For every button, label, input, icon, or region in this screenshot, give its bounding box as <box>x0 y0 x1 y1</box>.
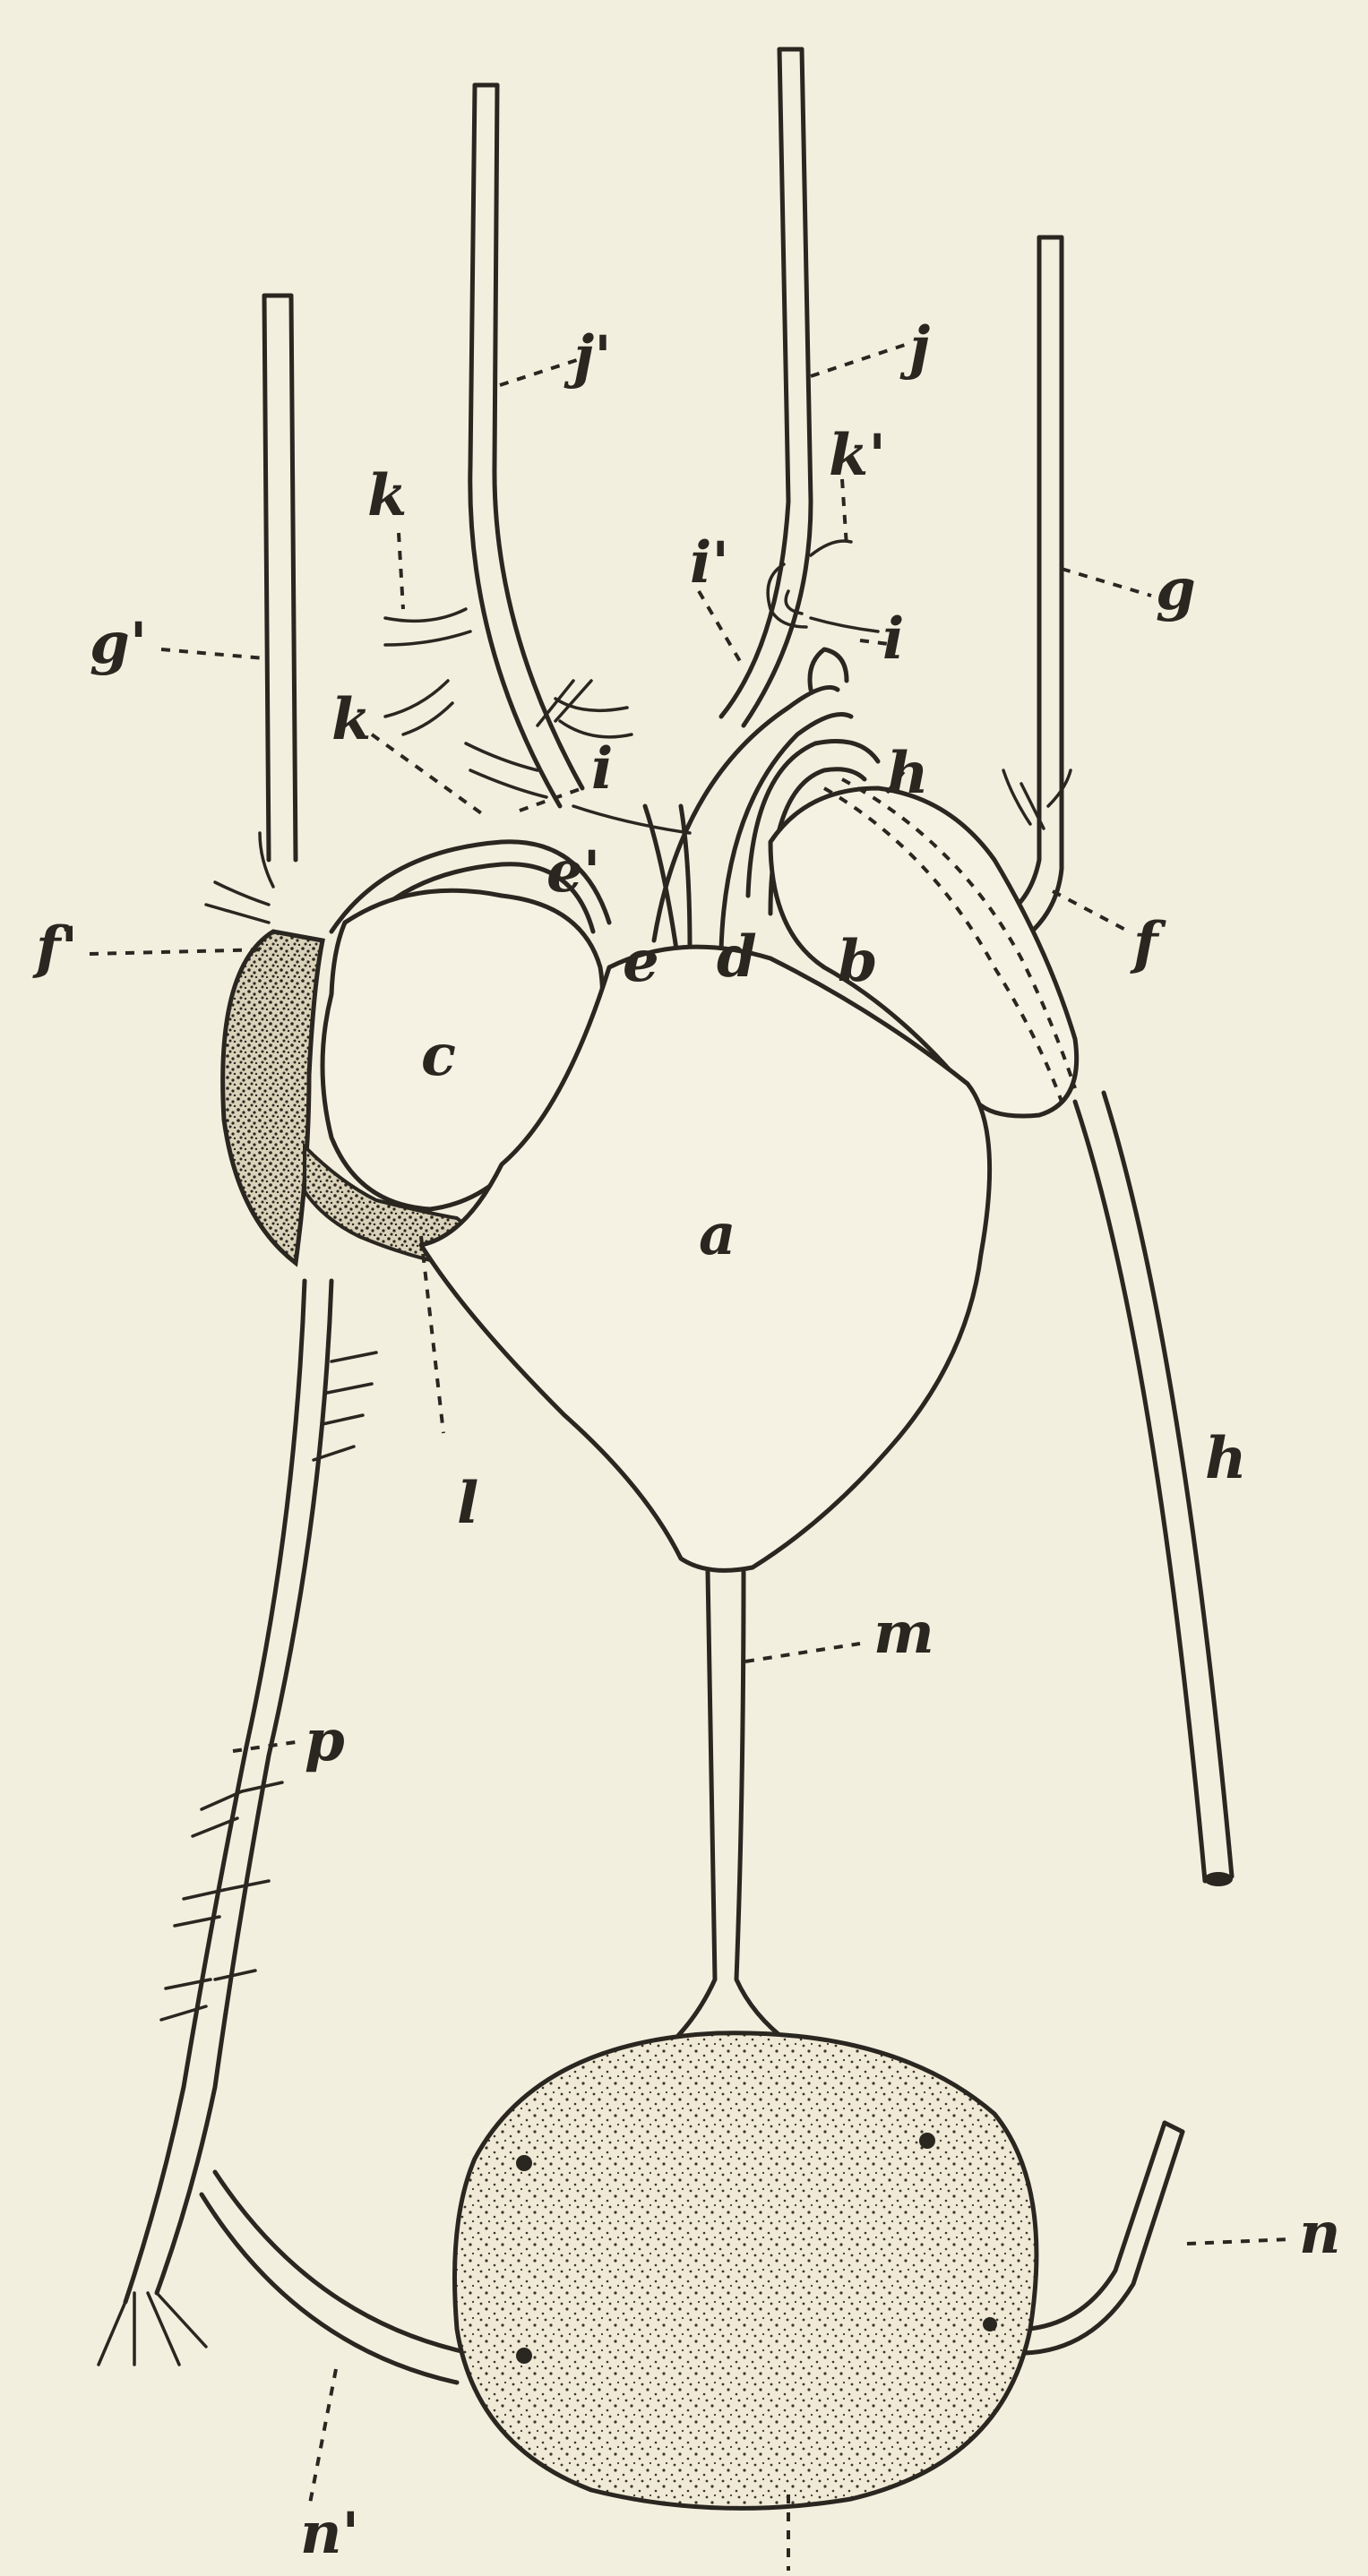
label-m: m <box>873 1600 934 1667</box>
label-k-second: k <box>331 686 371 753</box>
label-j: j <box>899 314 930 382</box>
label-c: c <box>421 1022 456 1089</box>
vessel-j <box>721 49 811 726</box>
label-f-prime: f' <box>32 914 78 982</box>
label-e: e <box>623 928 659 995</box>
label-n: n <box>1299 2200 1341 2267</box>
label-a: a <box>699 1201 736 1268</box>
organ-f-prime <box>223 932 323 1263</box>
label-l: l <box>457 1470 478 1537</box>
label-f: f <box>1130 910 1166 977</box>
label-b: b <box>838 928 878 995</box>
vessel-branch-f-prime <box>206 833 273 923</box>
label-h-lower: h <box>1205 1425 1247 1492</box>
organ-yolk <box>455 2033 1037 2509</box>
label-n-prime: n' <box>300 2500 359 2567</box>
label-d: d <box>717 923 757 991</box>
label-k-prime: k' <box>829 422 886 489</box>
vessel-j-prime <box>470 85 582 806</box>
label-i: i <box>591 735 613 803</box>
vessel-branch-k <box>385 609 470 734</box>
vessel-g <box>994 237 1062 940</box>
label-i-small: i <box>882 605 904 673</box>
label-h-upper: h <box>887 740 929 807</box>
label-k: k <box>367 462 407 529</box>
organs <box>223 779 1077 2508</box>
vessel-p <box>125 1281 331 2302</box>
label-g-prime: g' <box>90 610 147 677</box>
vessel-m <box>672 1572 788 2042</box>
label-i-prime: i' <box>690 529 729 597</box>
label-p: p <box>305 1707 345 1774</box>
label-g: g <box>1156 556 1196 623</box>
label-e-prime: e' <box>546 838 600 906</box>
vessel-g-prime <box>264 296 296 860</box>
label-j-prime: j' <box>564 323 612 391</box>
vessel-n-prime <box>202 2172 461 2383</box>
